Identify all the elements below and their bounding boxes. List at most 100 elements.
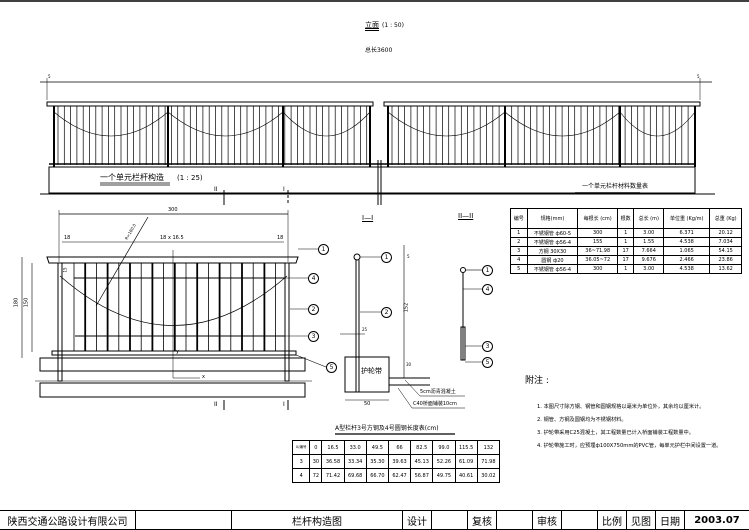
materials-cell: 36.05~72 — [577, 255, 618, 265]
materials-cell: 300 — [577, 228, 618, 238]
arc — [53, 111, 169, 137]
drawing-name: 栏杆构造图 — [232, 511, 403, 529]
scale-label: 比例 — [598, 511, 627, 529]
materials-cell: 4.538 — [663, 237, 711, 247]
check-label: 复核 — [468, 511, 497, 529]
section1-title: I—I — [362, 214, 374, 222]
callout-2: 2 — [308, 304, 319, 315]
arc — [504, 111, 621, 137]
dim-curve: 15 — [62, 267, 68, 273]
length-cell: 71.98 — [476, 454, 501, 469]
blank-cell — [136, 511, 232, 529]
materials-header: 单位重 (Kg/m) — [663, 208, 711, 229]
elevation-drawing — [40, 78, 715, 205]
section-mark-I-bottom: I — [283, 401, 285, 408]
materials-cell: 54.15 — [709, 246, 742, 256]
section-II-drawing — [460, 267, 482, 363]
materials-header: 总长 (m) — [633, 208, 665, 229]
materials-header: 规格(mm) — [526, 208, 579, 229]
length-header: 82.5 — [410, 440, 434, 455]
arc — [387, 111, 506, 137]
materials-cell: 2 — [510, 237, 528, 247]
scale-value: 见图 — [627, 511, 656, 529]
axis-y: y — [176, 349, 179, 355]
materials-header: 总重 (Kg) — [709, 208, 742, 229]
section2-callout-1: 1 — [482, 265, 493, 276]
section-mark-II-bottom: II — [214, 401, 218, 408]
section-I-drawing — [340, 245, 465, 409]
materials-cell: 7.664 — [633, 246, 665, 256]
length-header: 33.0 — [343, 440, 367, 455]
materials-header: 编号 — [510, 208, 528, 229]
materials-cell: 圆钢 ф20 — [526, 255, 579, 265]
note-item: 1. 本图尺寸除方钢、钢管和圆钢规格以毫米为单位外，其余均以厘米计。 — [537, 404, 705, 410]
note-item: 2. 钢管、方钢及圆钢均为不锈钢材料。 — [537, 417, 627, 423]
materials-cell: 9.676 — [633, 255, 665, 265]
length-cell: 30.02 — [476, 468, 501, 483]
dim-height-total: 180 — [13, 297, 20, 308]
section2-callout-4: 4 — [482, 284, 493, 295]
section1-callout-2: 2 — [381, 307, 392, 318]
length-cell: 45.13 — [410, 454, 434, 469]
date-value: 2003.07 — [694, 514, 740, 526]
materials-cell: 4.538 — [663, 264, 711, 274]
length-cell: 39.63 — [387, 454, 412, 469]
materials-cell: 3.00 — [633, 228, 665, 238]
materials-cell: 不锈钢管 ф56-4 — [526, 237, 579, 247]
callout-5: 5 — [326, 362, 337, 373]
materials-cell: 1 — [616, 237, 635, 247]
section1-height: 152 — [403, 302, 410, 313]
dim-spacing: 18 x 16.5 — [160, 235, 184, 241]
length-cell: 4 — [291, 468, 311, 483]
section2-callout-5: 5 — [482, 357, 493, 368]
review-label: 审核 — [533, 511, 562, 529]
notes-list: 1. 本图尺寸除方钢、钢管和圆钢规格以毫米为单位外，其余均以厘米计。 2. 钢管、… — [537, 401, 721, 453]
elevation-title: 立面 — [365, 21, 379, 29]
length-cell: 33.34 — [343, 454, 367, 469]
section1-top-dim: 5 — [407, 254, 410, 259]
materials-cell: 4 — [510, 255, 528, 265]
materials-cell: 13.62 — [709, 264, 742, 274]
dim-side-right: 18 — [277, 235, 284, 241]
unit-drawing — [21, 190, 327, 410]
materials-cell: 36~71.98 — [577, 246, 618, 256]
section2-callout-3: 3 — [482, 341, 493, 352]
materials-cell: 1 — [510, 228, 528, 238]
review-value — [562, 511, 598, 529]
length-cell: 56.87 — [410, 468, 434, 483]
elevation-end-dim-right: 5 — [697, 74, 700, 79]
callout-1: 1 — [318, 244, 329, 255]
elevation-scale: (1 : 50) — [382, 22, 404, 29]
date-label: 日期 — [656, 511, 685, 529]
length-header: 49.5 — [365, 440, 389, 455]
materials-cell: 1 — [616, 264, 635, 274]
materials-cell: 5 — [510, 264, 528, 274]
section1-width: 50 — [364, 401, 371, 407]
length-header: 115.5 — [454, 440, 478, 455]
section2-title: II—II — [458, 212, 474, 220]
arc — [619, 111, 696, 137]
materials-cell: 155 — [577, 237, 618, 247]
length-header: 66 — [387, 440, 412, 455]
materials-cell: 17 — [616, 246, 635, 256]
length-header: 0 — [309, 440, 323, 455]
callout-3: 3 — [308, 331, 319, 342]
company-name: 陕西交通公路设计有限公司 — [0, 511, 136, 529]
materials-cell: 20.12 — [709, 228, 742, 238]
length-cell: 61.09 — [454, 454, 478, 469]
design-value — [432, 511, 468, 529]
unit-title: 一个单元栏杆构造 — [100, 173, 164, 182]
length-cell: 36.58 — [321, 454, 345, 469]
note-item: 4. 护轮带施工时，应预埋ф100X750mm的PVC管，每单元护栏中间设置一道… — [537, 443, 722, 449]
axis-x: x — [202, 374, 205, 380]
check-value — [497, 511, 533, 529]
length-cell: 30 — [309, 454, 323, 469]
materials-cell: 不锈钢管 ф56-4 — [526, 264, 579, 274]
section-mark-II-top: II — [214, 186, 218, 193]
